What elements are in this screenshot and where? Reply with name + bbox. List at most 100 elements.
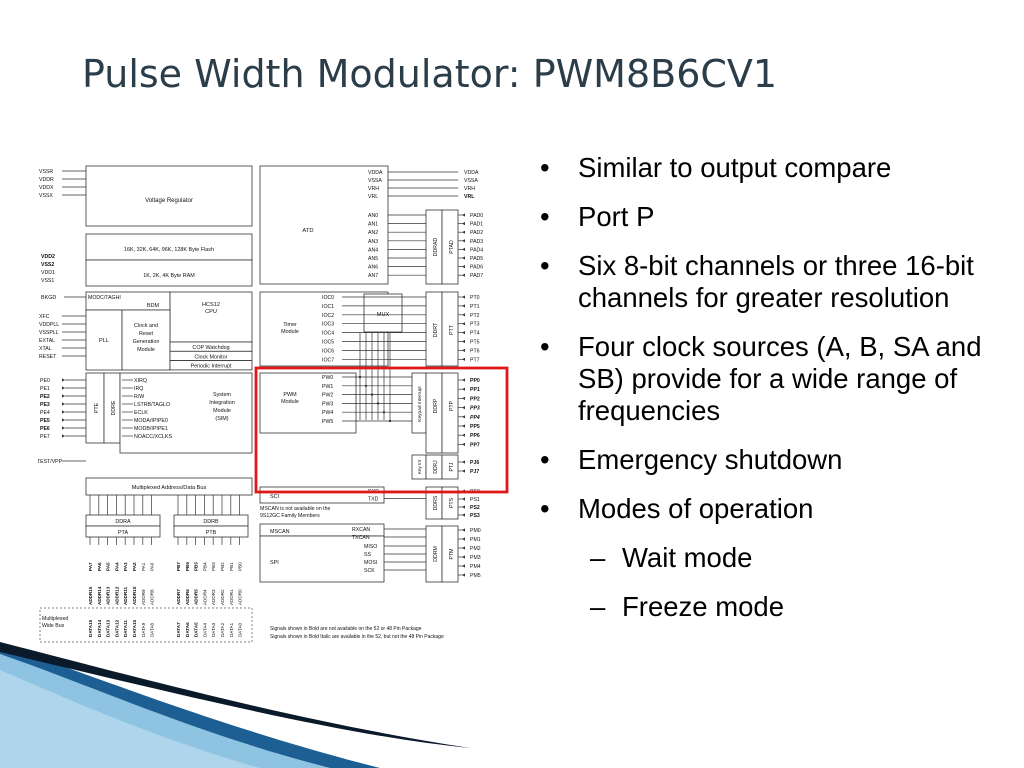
data-b-label: DATA3 [211,622,216,637]
supply-pin-label: VDD1 [41,270,55,276]
clock-module-label: Generation [133,339,160,345]
bullet-marker: • [540,444,550,475]
bullet-marker: • [540,493,550,524]
an-label: AN4 [368,247,378,253]
pt-pin-label: PT4 [470,331,480,337]
pts-label: PTS [449,497,455,508]
pin-arrow [462,273,465,277]
pa-pin-label: PA2 [132,562,137,571]
ps-pin-label: PS3 [470,513,480,519]
clock-module-label: Module [137,347,155,353]
an-label: AN2 [368,230,378,236]
pin-arrow [462,433,465,437]
data-b-label: DATA4 [202,622,207,637]
pin-arrow [462,528,465,532]
footnote-bold-italic: Signals shown in Bold Italic are availab… [270,634,444,640]
pin-arrow [462,537,465,541]
data-b-label: DATA2 [220,622,225,637]
clock-pin-label: VDDPLL [39,322,59,328]
pin-arrow [462,469,465,473]
pp-pin-label: PP6 [470,433,480,439]
pb-pin-label: PB3 [211,562,216,571]
porte-func-label: MODB/IPIPE1 [134,426,168,432]
pad-pin-label: PAD6 [470,265,483,271]
bullet-text: Freeze mode [622,591,785,622]
addr-b-label: ADDR7 [176,589,181,605]
ioc-label: IOC2 [322,313,334,319]
test-pin-label: TEST/VPP [38,459,63,465]
pta-box [85,525,161,538]
addr-b-label: ADDR5 [194,589,199,605]
addr-b-label: ADDR3 [211,589,216,605]
pin-arrow [462,357,465,361]
pb-pin-label: PB5 [194,562,199,571]
porte-func-label: XIRQ [134,378,147,384]
data-b-label: DATA0 [238,622,243,637]
porte-func-label: LSTRB/TAGLO [134,402,170,408]
pt-pin-label: PT1 [470,304,480,310]
an-label: AN7 [368,273,378,279]
footnote-bold: Signals shown in Bold are not available … [270,626,422,632]
ptt-box [441,291,459,367]
flash-label: 16K, 32K, 64K, 96K, 128K Byte Flash [124,247,214,253]
pb-pin-label: PB0 [238,562,243,571]
ddre-label: DDRE [111,400,117,415]
pin-arrow [462,460,465,464]
pin-arrow [62,410,65,414]
bus-label: Multiplexed Address/Data Bus [132,485,207,491]
ddra-label: DDRA [115,519,131,525]
spi-pin-label: MOSI [364,560,377,566]
pin-arrow [462,505,465,509]
data-b-label: DATA5 [194,622,199,637]
pin-arrow [462,230,465,234]
atd-box [259,165,389,285]
ptb-label: PTB [206,530,217,536]
addr-b-label: ADDR0 [238,589,243,605]
ps-pin-label: PS1 [470,497,480,503]
data-a-label: DATA10 [132,619,137,637]
atd-label: ATD [302,228,313,234]
cpu-box [169,291,253,343]
pad-pin-label: PAD7 [470,273,483,279]
pt-pin-label: PT3 [470,322,480,328]
pb-pin-label: PB4 [202,562,207,571]
pin-arrow [462,331,465,335]
pad-pin-label: PAD5 [470,256,483,262]
dash-marker: – [590,542,606,573]
pp-pin-label: PP5 [470,424,480,430]
ptad-box [441,209,459,285]
an-label: AN6 [368,265,378,271]
ddrad-label: DDRAD [433,238,439,257]
pwm-label: Module [281,399,299,405]
spi-box [259,535,385,583]
ddrp-label: DDRP [433,398,439,413]
bullet-item: •Similar to output compare [538,152,1018,184]
ddrb-label: DDRB [203,519,219,525]
clock-func-label: Periodic Interrupt [190,364,232,370]
bullet-item: •Emergency shutdown [538,444,1018,476]
addr-a-label: ADDR12 [114,586,119,605]
atd-supply-label: VDDA [368,170,383,176]
ptj-label: PTJ [449,462,455,471]
bullet-item: •Modes of operation [538,493,1018,525]
flash-box [85,233,253,261]
data-b-label: DATA7 [176,622,181,637]
slide-title: Pulse Width Modulator: PWM8B6CV1 [82,52,778,96]
pt-pin-label: PT6 [470,348,480,354]
pt-pin-label: PT5 [470,340,480,346]
pp-pin-label: PP3 [470,406,480,412]
bullet-marker: • [540,331,550,362]
pin-arrow [462,378,465,382]
ptp-box [441,372,459,454]
pp-pin-label: PP7 [470,442,480,448]
pp-pin-label: PP0 [470,378,480,384]
addr-a-label: ADDR13 [106,586,111,605]
ioc-label: IOC1 [322,304,334,310]
cpu-label: CPU [205,309,217,315]
pp-pin-label: PP4 [470,415,480,421]
pad-pin-label: PAD1 [470,222,483,228]
pad-pin-label: PAD2 [470,230,483,236]
ram-label: 1K, 2K, 4K Byte RAM [143,273,195,279]
